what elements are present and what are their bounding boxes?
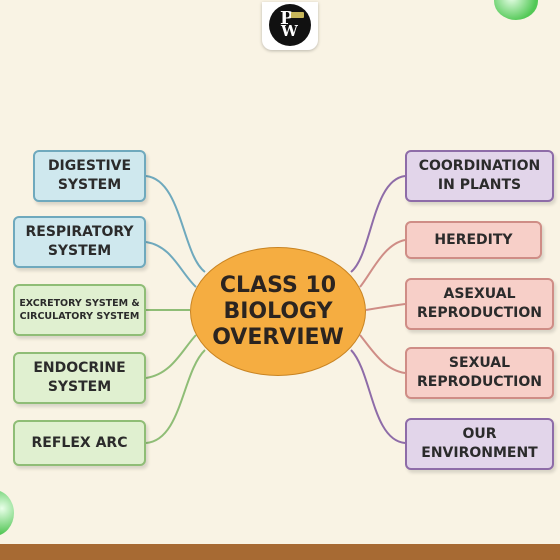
green-orb-decoration xyxy=(494,0,538,20)
topic-heredity: HEREDITY xyxy=(405,221,542,259)
topic-sexual-reproduction: SEXUAL REPRODUCTION xyxy=(405,347,554,399)
topic-label: EXCRETORY SYSTEM & CIRCULATORY SYSTEM xyxy=(19,298,140,322)
connector-endocrine xyxy=(145,334,197,379)
footer-bar xyxy=(0,544,560,560)
topic-label: DIGESTIVE SYSTEM xyxy=(47,158,132,193)
logo-badge: P W xyxy=(269,4,311,46)
topic-label: ASEXUAL REPRODUCTION xyxy=(417,286,542,321)
connector-asexual xyxy=(365,303,406,311)
connector-digestive xyxy=(145,175,206,273)
topic-label: SEXUAL REPRODUCTION xyxy=(417,355,542,390)
topic-label: RESPIRATORY SYSTEM xyxy=(25,224,134,259)
connector-sexual xyxy=(359,334,406,374)
topic-our-environment: OUR ENVIRONMENT xyxy=(405,418,554,470)
central-topic-title: CLASS 10 BIOLOGY OVERVIEW xyxy=(212,272,344,350)
topic-asexual-reproduction: ASEXUAL REPRODUCTION xyxy=(405,278,554,330)
connector-reflex xyxy=(145,349,206,444)
topic-respiratory-system: RESPIRATORY SYSTEM xyxy=(13,216,146,268)
topic-reflex-arc: REFLEX ARC xyxy=(13,420,146,466)
topic-endocrine-system: ENDOCRINE SYSTEM xyxy=(13,352,146,404)
topic-label: HEREDITY xyxy=(434,231,513,248)
connector-coordination xyxy=(350,175,406,273)
connector-environment xyxy=(350,349,406,444)
central-topic: CLASS 10 BIOLOGY OVERVIEW xyxy=(190,247,366,376)
topic-coordination-in-plants: COORDINATION IN PLANTS xyxy=(405,150,554,202)
topic-excretory-circulatory-system: EXCRETORY SYSTEM & CIRCULATORY SYSTEM xyxy=(13,284,146,336)
pw-logo: P W xyxy=(262,2,318,50)
connector-respiratory xyxy=(145,241,197,288)
green-orb-decoration xyxy=(0,490,14,536)
topic-digestive-system: DIGESTIVE SYSTEM xyxy=(33,150,146,202)
topic-label: REFLEX ARC xyxy=(31,434,128,451)
topic-label: ENDOCRINE SYSTEM xyxy=(33,360,126,395)
connector-heredity xyxy=(359,239,406,288)
topic-label: COORDINATION IN PLANTS xyxy=(418,158,541,193)
topic-label: OUR ENVIRONMENT xyxy=(421,426,538,461)
